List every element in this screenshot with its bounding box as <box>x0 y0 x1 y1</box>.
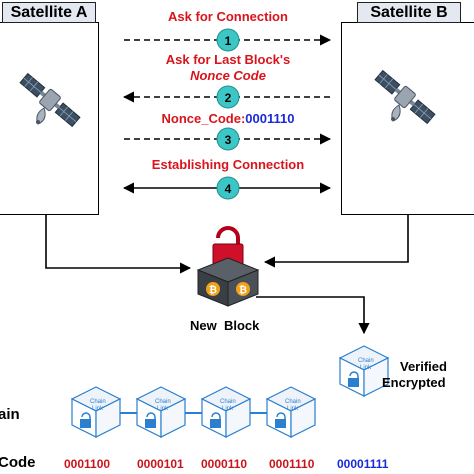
code-block-3: 0000110 <box>201 457 248 471</box>
encrypted-label: Encrypted <box>382 375 446 390</box>
svg-text:2: 2 <box>225 91 232 105</box>
verified-label: Verified <box>400 359 447 374</box>
code-label: Code <box>0 454 36 471</box>
satellite-a-icon <box>17 70 83 130</box>
nonce-code-prefix: Nonce_Code: <box>161 111 246 126</box>
step-4-badge: 4 <box>216 176 240 200</box>
svg-text:3: 3 <box>225 133 232 147</box>
svg-text:Chain: Chain <box>90 399 106 405</box>
satellite-a-box <box>0 22 99 215</box>
step-2-text-line2: Nonce Code <box>190 68 266 83</box>
svg-text:Link: Link <box>222 406 234 412</box>
code-block-4: 0001110 <box>269 457 315 471</box>
svg-text:Chain: Chain <box>285 399 301 405</box>
step-2-text-line1: Ask for Last Block's <box>165 52 291 67</box>
arrow-a-to-block <box>45 215 192 274</box>
step-1-text: Ask for Connection <box>168 9 288 24</box>
step-1-badge: 1 <box>216 28 240 52</box>
arrow-b-to-block <box>263 215 409 268</box>
svg-text:1: 1 <box>225 34 232 48</box>
chain-label: ain <box>0 406 20 423</box>
arrow-block-to-verified <box>256 296 370 335</box>
satellite-b-icon <box>372 67 438 127</box>
satellite-a-label: Satellite A <box>2 2 96 23</box>
code-block-5: 00001111 <box>337 457 389 471</box>
svg-text:Link: Link <box>157 406 169 412</box>
svg-text:₿: ₿ <box>209 284 217 296</box>
svg-text:Chain: Chain <box>155 399 171 405</box>
svg-text:Link: Link <box>287 406 299 412</box>
code-block-2: 0000101 <box>137 457 184 471</box>
new-block-icon: ₿ ₿ <box>196 226 260 307</box>
svg-text:4: 4 <box>225 182 232 196</box>
satellite-b-box <box>341 22 474 215</box>
satellite-b-label: Satellite B <box>357 2 461 23</box>
code-block-1: 0001100 <box>64 457 111 471</box>
step-2-badge: 2 <box>216 85 240 109</box>
svg-text:Link: Link <box>360 365 372 371</box>
step-3-badge: 3 <box>216 127 240 151</box>
nonce-code-value: 0001110 <box>245 111 295 126</box>
svg-text:Chain: Chain <box>220 399 236 405</box>
step-3-text: Nonce_Code:0001110 <box>128 111 328 126</box>
new-block-label: New Block <box>190 318 260 333</box>
svg-text:Chain: Chain <box>358 358 374 364</box>
svg-text:₿: ₿ <box>239 284 247 296</box>
svg-text:Link: Link <box>92 406 104 412</box>
step-4-text: Establishing Connection <box>151 157 305 172</box>
